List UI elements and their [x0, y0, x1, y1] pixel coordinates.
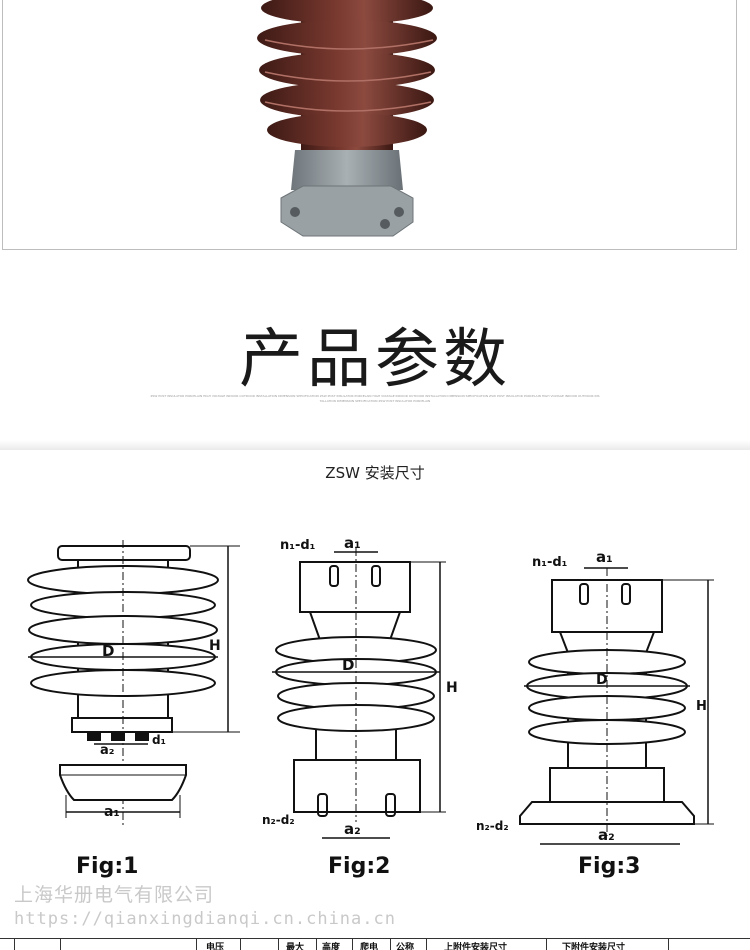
fig3-dim-H: H [696, 699, 707, 714]
section-divider [0, 440, 750, 452]
fig3-dim-n1d1: n₁-d₁ [532, 555, 567, 570]
fig2-dim-n2d2: n₂-d₂ [262, 813, 295, 827]
table-header-nominal: 公称 [396, 943, 415, 950]
fig2-dim-a1: a₁ [344, 534, 361, 552]
table-header-lower-fitting: 下附件安装尺寸 [562, 943, 626, 950]
drawing-figures: D H a₂ d₁ a₁ n₁-d₁ a₁ D H n₂-d₂ a₂ n₁-d₁… [27, 534, 714, 845]
installation-drawing: ZSW 安装尺寸 [0, 450, 750, 940]
spec-table-header: 电压 最大 高度 爬电 公称 上附件安装尺寸 下附件安装尺寸 [0, 938, 750, 950]
watermark-url: https://qianxingdianqi.cn.china.cn [14, 909, 396, 929]
fig3-dim-D: D [596, 672, 608, 688]
fig2-dim-H: H [446, 680, 458, 696]
fig-2-label: Fig:2 [328, 854, 391, 879]
figure-2-drawing [272, 548, 446, 839]
fig3-dim-a2: a₂ [598, 826, 615, 844]
table-header-voltage: 电压 [206, 943, 225, 950]
table-header-creepage: 爬电 [360, 943, 379, 950]
watermark-company: 上海华册电气有限公司 [14, 884, 215, 906]
fig1-dim-d1: d₁ [152, 733, 166, 747]
fig2-dim-n1d1: n₁-d₁ [280, 538, 315, 553]
table-header-upper-fitting: 上附件安装尺寸 [444, 943, 508, 950]
fig1-dim-H: H [209, 638, 221, 654]
insulator-photo [257, 0, 437, 237]
fine-print-text: ZSW POST INSULATOR PORCELAIN HIGH VOLTAG… [150, 394, 600, 403]
fig1-dim-D: D [102, 642, 114, 660]
figure-1-drawing [27, 540, 240, 825]
fig3-dim-a1: a₁ [596, 548, 613, 566]
fig2-dim-a2: a₂ [344, 820, 361, 838]
product-photo [2, 0, 737, 250]
fig1-dim-a2: a₂ [100, 743, 114, 758]
fig2-dim-D: D [342, 656, 354, 674]
fig-3-label: Fig:3 [578, 854, 641, 879]
drawing-title: ZSW 安装尺寸 [325, 464, 425, 482]
fig1-dim-a1: a₁ [104, 804, 120, 820]
table-header-height: 高度 [322, 943, 341, 950]
fig3-dim-n2d2: n₂-d₂ [476, 819, 509, 833]
section-title: 产品参数 [239, 323, 511, 397]
figure-3-drawing [519, 567, 714, 845]
fig-1-label: Fig:1 [76, 854, 139, 879]
table-header-max: 最大 [286, 943, 305, 950]
